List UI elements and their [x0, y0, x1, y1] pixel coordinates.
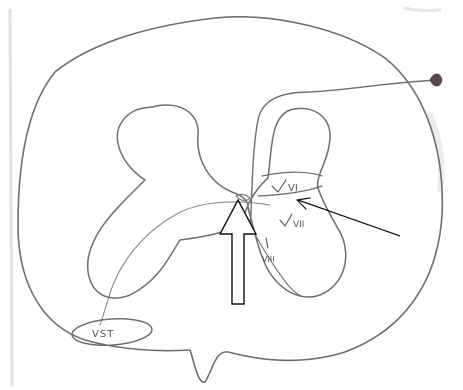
paper-smudge-right — [430, 115, 441, 190]
gray-matter-left-horn — [88, 105, 248, 298]
gray-matter-right-horn — [248, 108, 346, 297]
spinal-cord-outline — [18, 17, 442, 382]
paper-smudge-top — [405, 8, 440, 11]
lamina-viii-tick — [266, 238, 268, 248]
dorsal-root-fiber — [250, 80, 440, 232]
dorsal-root-fiber-strand — [250, 225, 302, 296]
label-lamina-vii: VII — [293, 220, 304, 230]
lamina-vi-boundary-upper — [262, 172, 322, 176]
thin-pointer-arrow-shaft — [298, 200, 400, 236]
label-lamina-vi: VI — [288, 183, 298, 194]
dorsal-root-ganglion — [430, 74, 442, 86]
label-vst: VST — [92, 329, 114, 340]
lamina-vi-tick — [272, 180, 286, 192]
paper-left-edge-shadow — [10, 10, 12, 385]
lamina-vii-tick — [280, 214, 292, 226]
label-lamina-viii: VIII — [262, 255, 275, 264]
